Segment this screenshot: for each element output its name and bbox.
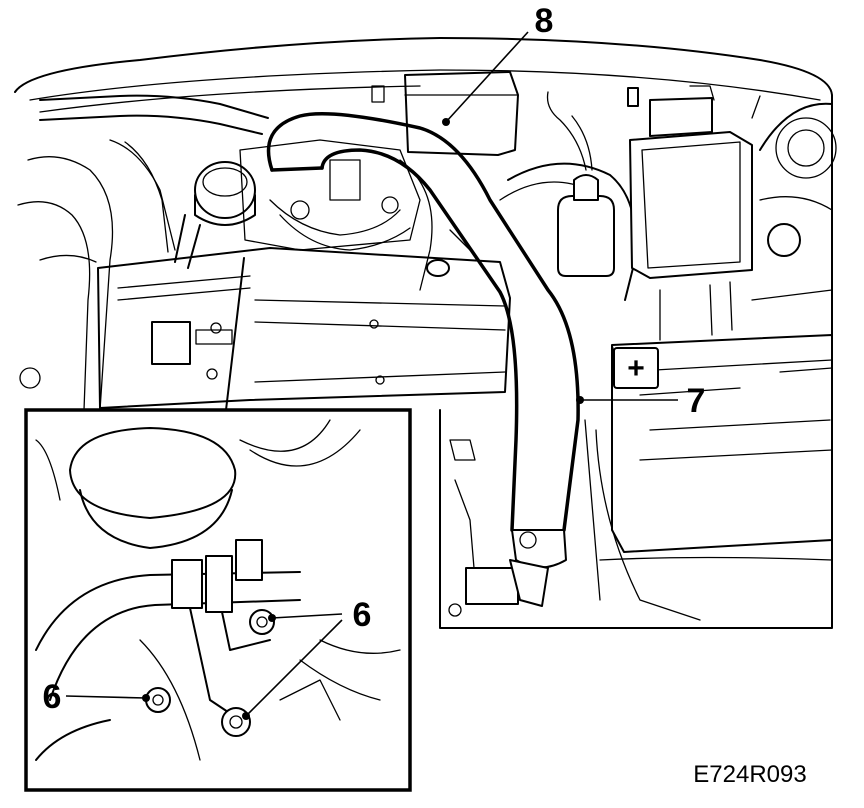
fuse-box [627,85,753,341]
coolant-hose [266,112,580,607]
air-intake-left [17,94,269,411]
battery-terminal-plus: + [627,352,645,385]
lower-wiring [448,419,701,621]
battery: + [599,334,833,561]
inset-pointer [225,257,245,411]
brake-reservoir [546,91,615,277]
callout-7: 7 [687,382,706,420]
callout-6-left: 6 [43,678,62,716]
strut-tower-right [751,95,837,301]
cylinder-head-cover [97,247,511,409]
figure-reference: E724R093 [693,761,806,788]
engine-bay-main-view: + 8 7 [14,2,837,629]
callout-8: 8 [535,2,554,40]
reservoir-cap [174,161,256,269]
detail-inset: 6 6 [24,408,412,792]
callout-6-right: 6 [353,596,372,634]
